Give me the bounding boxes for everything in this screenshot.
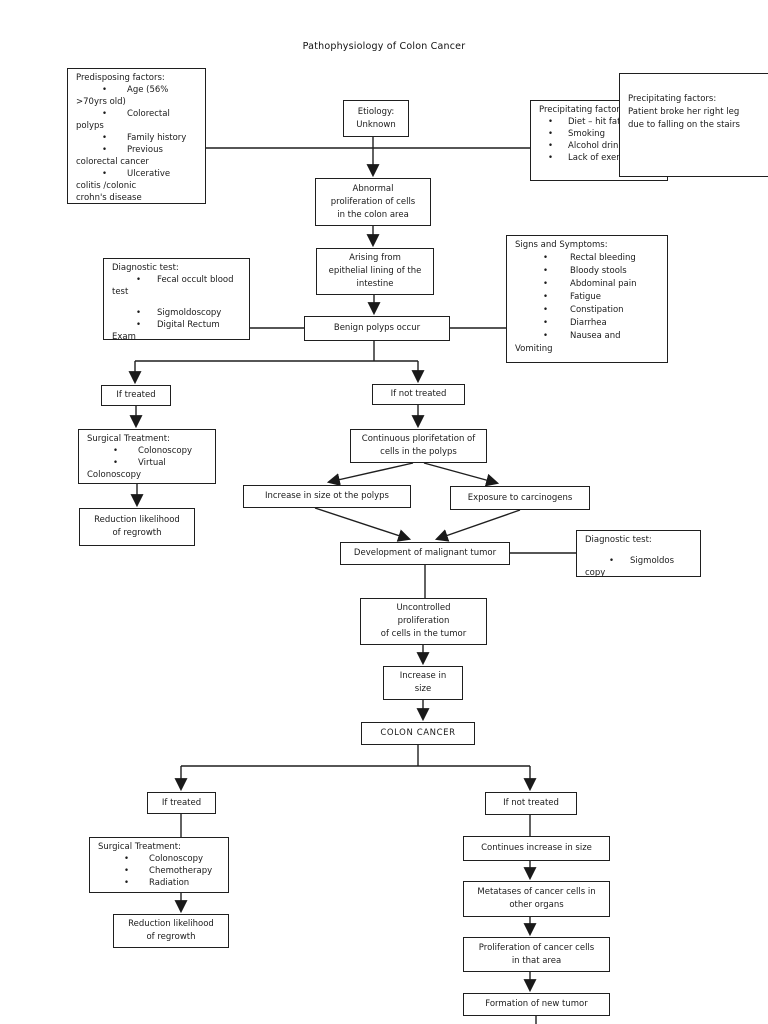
- node-text: Development of malignant tumor: [353, 548, 497, 558]
- node-if-treated-2: If treated: [147, 792, 216, 814]
- node-exposure-carcinogens: Exposure to carcinogens: [450, 486, 590, 510]
- node-text: If treated: [161, 797, 202, 808]
- node-if-not-treated-1: If not treated: [372, 384, 465, 405]
- node-text: Uncontrolled proliferation of cells in t…: [380, 603, 467, 639]
- list-item: Family history: [76, 132, 197, 144]
- node-text: COLON CANCER: [380, 728, 456, 738]
- node-heading: Surgical Treatment:: [98, 842, 181, 852]
- node-text: Precipitating factors: Patient broke her…: [628, 94, 740, 130]
- node-text: Proliferation of cancer cells in that ar…: [478, 942, 595, 966]
- node-text: Continuous plorifetation of cells in the…: [361, 434, 476, 457]
- node-proliferation-area: Proliferation of cancer cells in that ar…: [463, 937, 610, 972]
- list-item: Colonoscopy: [87, 445, 207, 457]
- list-item: Diarrhea: [515, 317, 659, 330]
- node-increase-in-size: Increase in size: [383, 666, 463, 700]
- list-item: Abdominal pain: [515, 278, 659, 291]
- node-text: Exposure to carcinogens: [467, 492, 573, 503]
- node-heading: Precipitating factors:: [539, 105, 628, 115]
- node-increase-size-polyps: Increase in size ot the polyps: [243, 485, 411, 508]
- list-item: Lack of exercise: [539, 152, 659, 164]
- list-item: Smoking: [539, 128, 659, 140]
- node-signs-symptoms: Signs and Symptoms: Rectal bleeding Bloo…: [506, 235, 668, 363]
- node-reduction-regrowth-2: Reduction likelihood of regrowth: [113, 914, 229, 948]
- node-text: Reduction likelihood of regrowth: [128, 919, 214, 942]
- node-predisposing-factors: Predisposing factors: Age (56% >70yrs ol…: [67, 68, 206, 204]
- node-surgical-treatment-1: Surgical Treatment: Colonoscopy Virtual …: [78, 429, 216, 484]
- node-uncontrolled-proliferation: Uncontrolled proliferation of cells in t…: [360, 598, 487, 645]
- node-benign-polyps: Benign polyps occur: [304, 316, 450, 341]
- node-text: Increase in size: [399, 671, 447, 694]
- node-text: Increase in size ot the polyps: [264, 491, 389, 501]
- list-item: Chemotherapy: [98, 865, 220, 877]
- node-if-not-treated-2: If not treated: [485, 792, 577, 815]
- node-if-treated-1: If treated: [101, 385, 171, 406]
- node-arising-epithelial: Arising from epithelial lining of the in…: [316, 248, 434, 295]
- list-item: Sigmoldos copy: [585, 555, 692, 576]
- node-diagnostic-test-1: Diagnostic test: Fecal occult blood test…: [103, 258, 250, 340]
- node-etiology: Etiology: Unknown: [343, 100, 409, 137]
- node-development-malignant-tumor: Development of malignant tumor: [340, 542, 510, 565]
- list-item: Previous colorectal cancer: [76, 144, 197, 168]
- list-item: Virtual Colonoscopy: [87, 457, 207, 481]
- list-item: Fecal occult blood test: [112, 274, 241, 298]
- list-item: Colorectal polyps: [76, 108, 197, 132]
- list-item: Diet – hit fat/: [539, 116, 659, 128]
- list-item: Bloody stools: [515, 265, 659, 278]
- node-text: Etiology: Unknown: [356, 106, 396, 130]
- node-abnormal-proliferation: Abnormal proliferation of cells in the c…: [315, 178, 431, 226]
- list-item: Ulcerative colitis /colonic crohn's dise…: [76, 168, 197, 203]
- node-surgical-treatment-2: Surgical Treatment: Colonoscopy Chemothe…: [89, 837, 229, 893]
- node-formation-new-tumor: Formation of new tumor: [463, 993, 610, 1016]
- node-heading: Diagnostic test:: [112, 263, 179, 273]
- page-title: Pathophysiology of Colon Cancer: [302, 41, 466, 52]
- node-text: If treated: [116, 390, 156, 400]
- node-heading: Diagnostic test:: [585, 535, 652, 545]
- node-text: Formation of new tumor: [485, 999, 588, 1009]
- node-text: Continues increase in size: [481, 843, 592, 853]
- node-reduction-regrowth-1: Reduction likelihood of regrowth: [79, 508, 195, 546]
- node-heading: Surgical Treatment:: [87, 434, 170, 444]
- node-heading: Signs and Symptoms:: [515, 240, 608, 250]
- node-text: Benign polyps occur: [333, 323, 421, 333]
- node-text: If not treated: [390, 389, 447, 399]
- node-metastases: Metatases of cancer cells in other organ…: [463, 881, 610, 917]
- list-item: Radiation: [98, 877, 220, 889]
- list-item: Age (56% >70yrs old): [76, 84, 197, 108]
- list-item: Nausea and Vomiting: [515, 330, 659, 356]
- node-text: Arising from epithelial lining of the in…: [328, 253, 422, 289]
- node-text: Reduction likelihood of regrowth: [94, 515, 180, 538]
- node-precipitating-factors-note: Precipitating factors: Patient broke her…: [619, 73, 768, 177]
- node-text: Abnormal proliferation of cells in the c…: [330, 183, 416, 220]
- node-heading: Predisposing factors:: [76, 73, 165, 83]
- list-item: Constipation: [515, 304, 659, 317]
- node-text: Metatases of cancer cells in other organ…: [477, 887, 596, 910]
- list-item: Colonoscopy: [98, 853, 220, 865]
- node-continuous-proliferation: Continuous plorifetation of cells in the…: [350, 429, 487, 463]
- node-colon-cancer: COLON CANCER: [361, 722, 475, 745]
- node-text: If not treated: [503, 798, 559, 808]
- list-item: Fatigue: [515, 291, 659, 304]
- node-diagnostic-test-2: Diagnostic test: Sigmoldos copy: [576, 530, 701, 577]
- list-item: Digital Rectum Exam: [112, 319, 241, 339]
- list-item: Rectal bleeding: [515, 252, 659, 265]
- node-continues-increase: Continues increase in size: [463, 836, 610, 861]
- list-item: Sigmoldoscopy: [112, 307, 241, 319]
